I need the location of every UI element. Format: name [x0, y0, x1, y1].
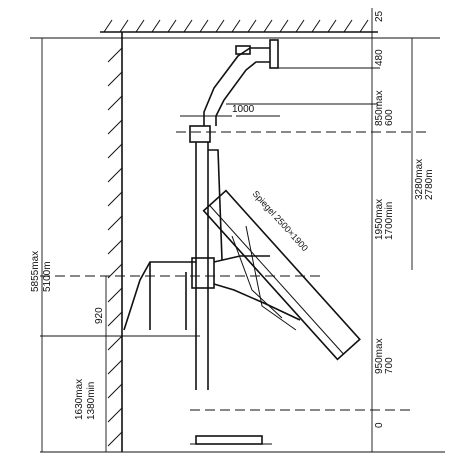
dimension-lines-left	[41, 38, 107, 452]
dim-ceiling-to-mirror-max: 3280max	[414, 159, 425, 200]
dim-arm-drop-min: 600	[384, 109, 395, 126]
dim-floor-level: 0	[374, 422, 385, 428]
dim-mirror-span-max: 1950max	[374, 199, 385, 240]
dim-mirror-span-min: 1700min	[384, 202, 395, 240]
dim-total-height-min: 5100m	[42, 261, 53, 292]
dim-floor-to-center-min: 1380min	[86, 382, 97, 420]
dim-mount-height: 480	[374, 49, 385, 66]
ceiling-mount-arm	[203, 39, 380, 126]
wall	[107, 32, 123, 452]
mirror-panel: Spiegel 2500×1900	[202, 189, 361, 361]
stand-column	[176, 115, 430, 390]
mirror-label: Spiegel 2500×1900	[251, 189, 311, 254]
dim-top-gap: 25	[374, 10, 385, 22]
dim-floor-to-center-max: 1630max	[74, 379, 85, 420]
support-frame	[40, 255, 320, 337]
dimension-lines-right	[236, 8, 413, 452]
dim-ceiling-to-mirror-min: 2780m	[424, 169, 435, 200]
floor-base	[40, 409, 445, 453]
dim-post-height: 920	[94, 307, 105, 324]
dim-arm-drop: 850max	[374, 90, 385, 126]
dim-total-height-max: 5855max	[30, 251, 41, 292]
dim-arm-reach: 1000	[232, 104, 255, 115]
dim-mirror-bottom-max: 950max	[374, 338, 385, 374]
dim-mirror-bottom-min: 700	[384, 357, 395, 374]
